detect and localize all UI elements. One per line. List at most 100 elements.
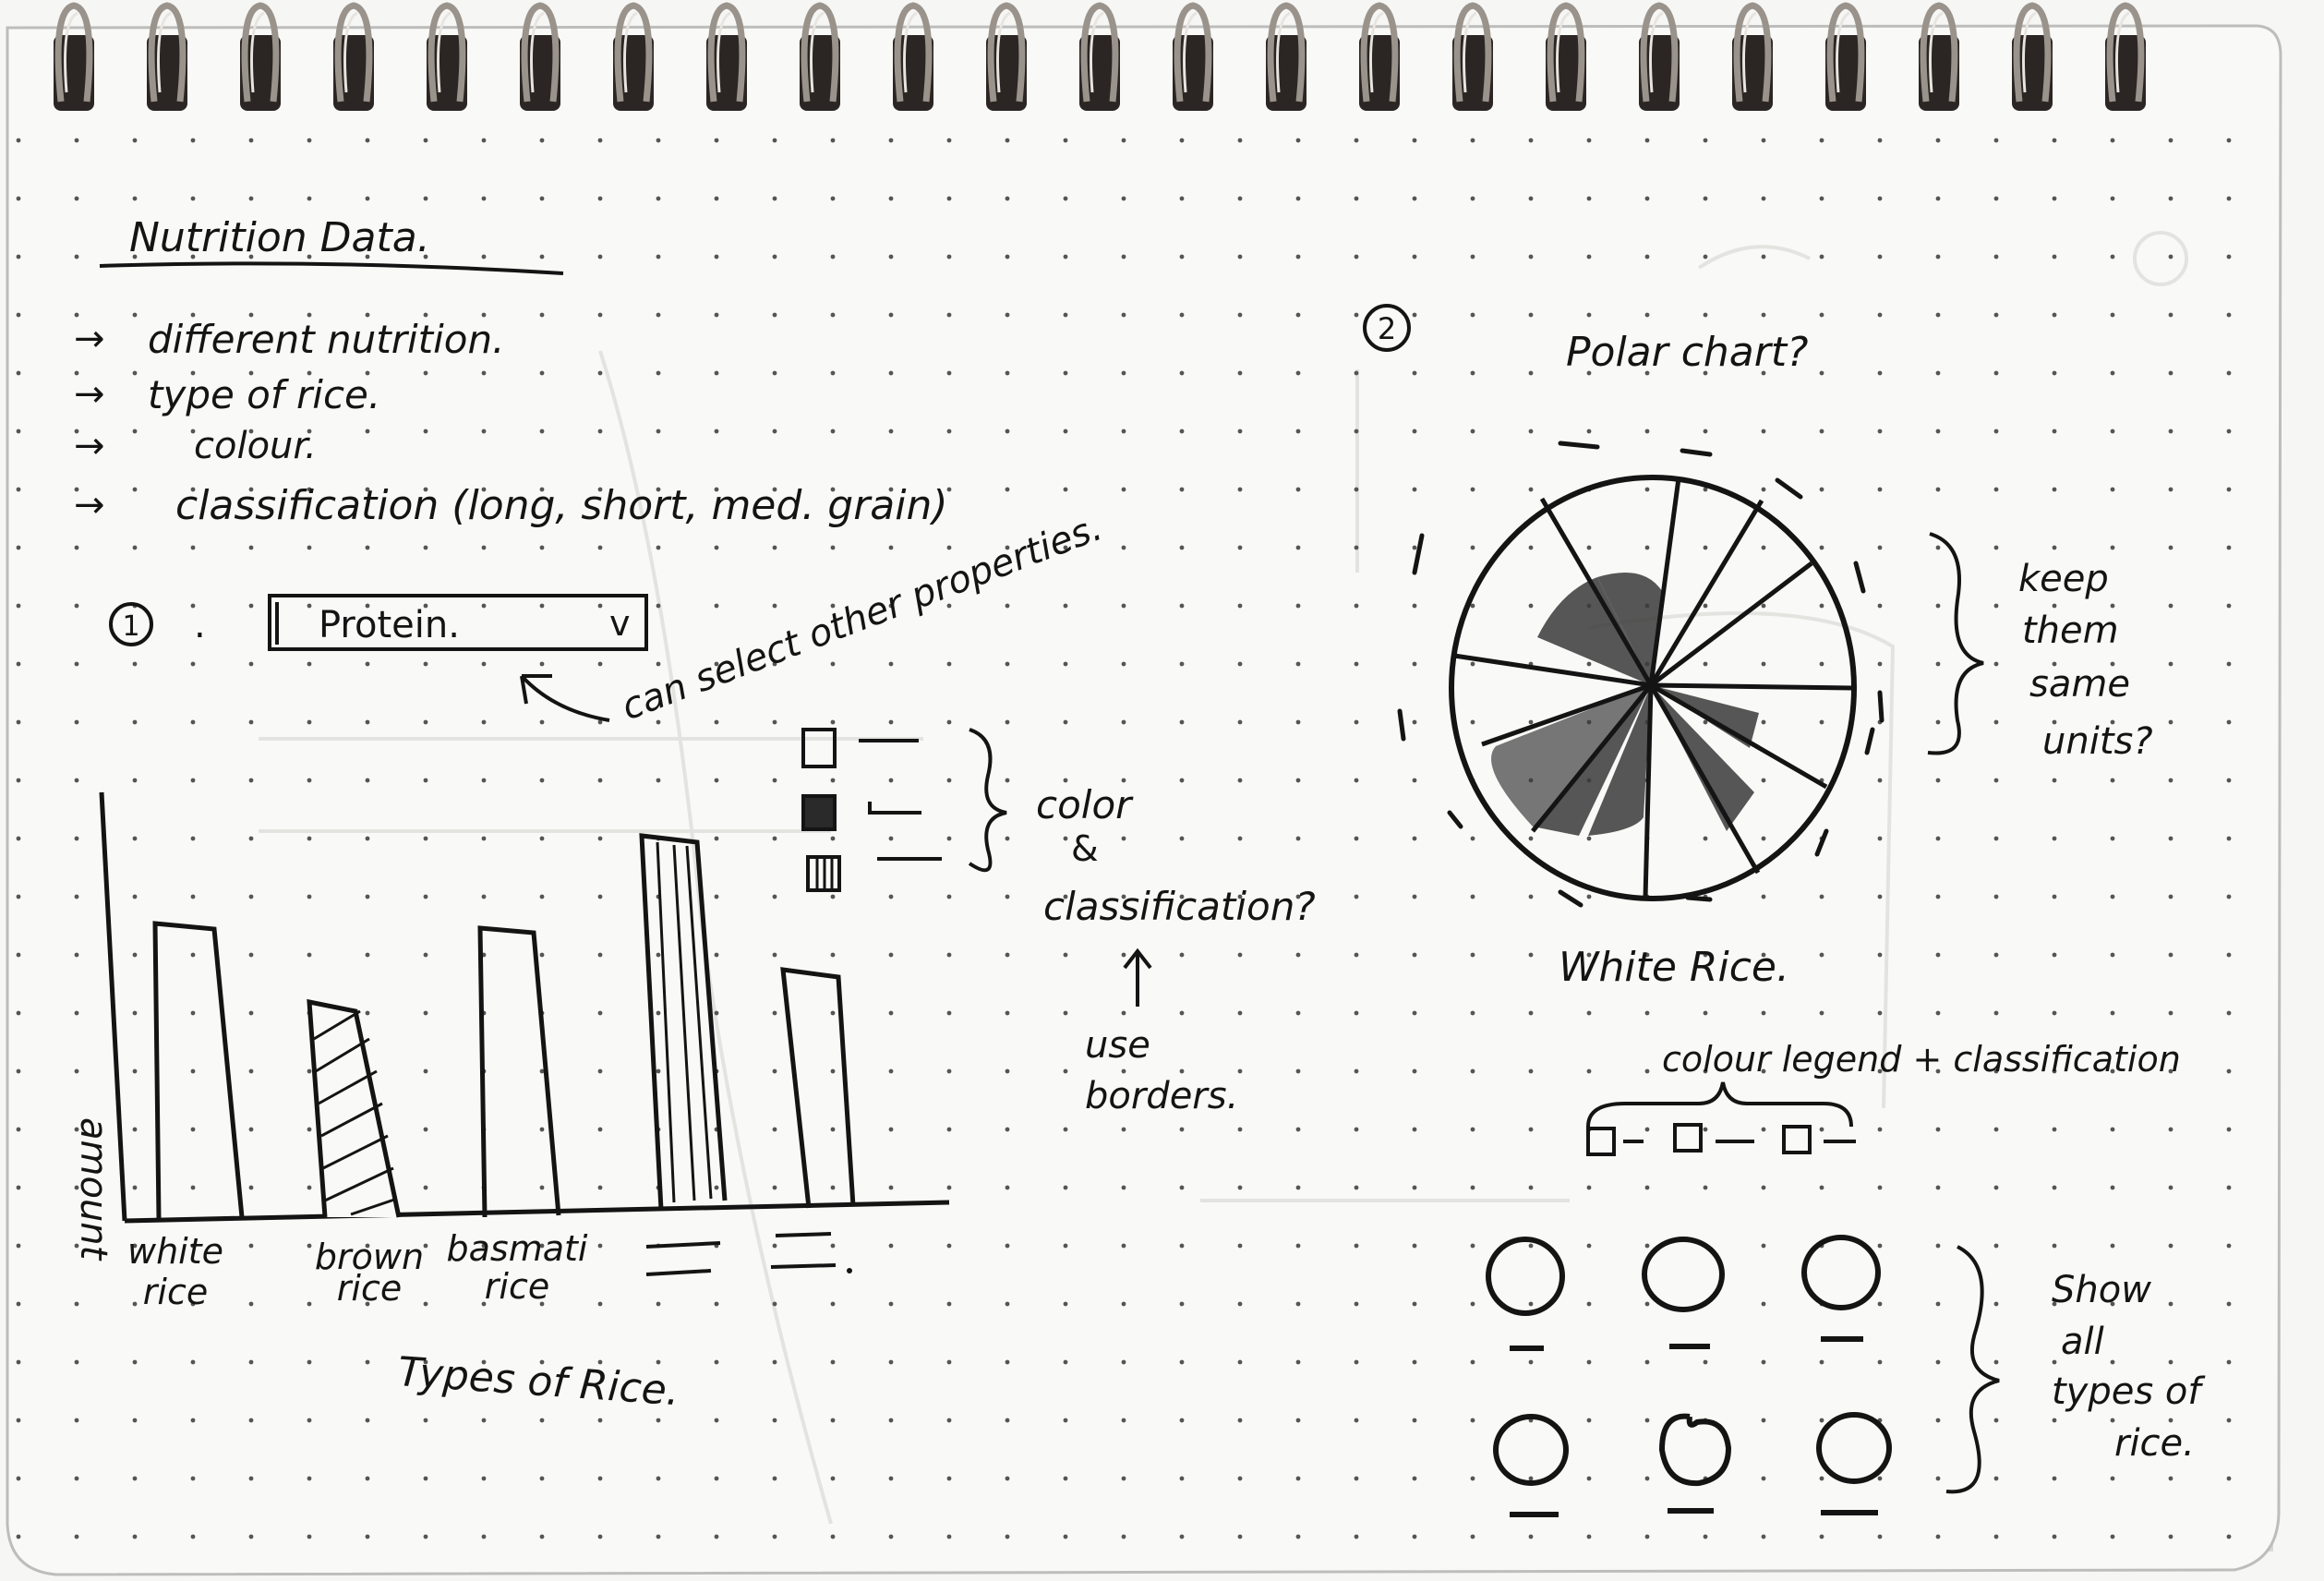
grid-dot [772, 312, 777, 318]
grid-dot [1412, 138, 1417, 143]
grid-dot [307, 778, 312, 783]
bar-fifth-rice [780, 967, 856, 1209]
units-note-line-2: them [2022, 609, 2119, 652]
grid-dot [1121, 1068, 1126, 1074]
grid-dot [1528, 545, 1534, 550]
grid-dot [365, 836, 370, 841]
grid-dot [1121, 1185, 1126, 1190]
grid-dot [190, 661, 196, 667]
grid-dot [74, 1127, 79, 1132]
grid-dot [248, 428, 254, 434]
grid-dot [16, 487, 21, 492]
grid-dot [1237, 661, 1243, 667]
grid-dot [16, 894, 21, 899]
grid-dot [946, 719, 952, 725]
grid-dot [830, 254, 836, 259]
grid-dot [248, 1010, 254, 1016]
grid-dot [1005, 1068, 1010, 1074]
binding-loop [613, 2, 654, 111]
grid-dot [2226, 428, 2232, 434]
grid-dot [2226, 1127, 2232, 1132]
grid-dot [830, 836, 836, 841]
legend-swatch-hatched [801, 794, 837, 831]
grid-dot [365, 894, 370, 899]
grid-dot [1819, 1010, 1824, 1016]
grid-dot [1935, 487, 1941, 492]
grid-dot [1005, 603, 1010, 609]
grid-dot [248, 545, 254, 550]
grid-dot [1295, 428, 1301, 434]
dropdown-note-arrow [520, 674, 610, 722]
grid-dot [539, 661, 545, 667]
grid-dot [1703, 1359, 1708, 1365]
grid-dot [481, 1359, 487, 1365]
grid-dot [1063, 254, 1068, 259]
grid-dot [772, 952, 777, 958]
grid-dot [2110, 1010, 2115, 1016]
grid-dot [597, 603, 603, 609]
grid-dot [190, 778, 196, 783]
grid-dot [248, 836, 254, 841]
grid-dot [1005, 719, 1010, 725]
grid-dot [2052, 719, 2057, 725]
grid-dot [132, 254, 138, 259]
bullet-arrow-4: → [74, 484, 105, 526]
grid-dot [1993, 1068, 1999, 1074]
grid-dot [1586, 836, 1592, 841]
grid-dot [1819, 1127, 1824, 1132]
grid-dot [772, 138, 777, 143]
grid-dot [597, 1476, 603, 1481]
grid-dot [888, 661, 894, 667]
grid-dot [1412, 836, 1417, 841]
grid-dot [1761, 1476, 1766, 1481]
grid-dot [1528, 1185, 1534, 1190]
grid-dot [656, 1476, 661, 1481]
grid-dot [74, 312, 79, 318]
grid-dot [16, 603, 21, 609]
grid-dot [1354, 1534, 1359, 1539]
grid-dot [830, 1010, 836, 1016]
grid-dot [1993, 952, 1999, 958]
grid-dot [1295, 1359, 1301, 1365]
grid-dot [2168, 1185, 2173, 1190]
grid-dot [1412, 1359, 1417, 1365]
grid-dot [1877, 1301, 1883, 1307]
grid-dot [1877, 952, 1883, 958]
grid-dot [1528, 1359, 1534, 1365]
grid-dot [1063, 1068, 1068, 1074]
grid-dot [1005, 1243, 1010, 1249]
grid-dot [1761, 1534, 1766, 1539]
grid-dot [2168, 952, 2173, 958]
grid-dot [1354, 545, 1359, 550]
grid-dot [365, 952, 370, 958]
grid-dot [1644, 1243, 1650, 1249]
grid-dot [1354, 661, 1359, 667]
binding-loop [427, 2, 467, 111]
grid-dot [307, 1127, 312, 1132]
grid-dot [1295, 952, 1301, 958]
grid-dot [481, 1243, 487, 1249]
grid-dot [2052, 1010, 2057, 1016]
grid-dot [1761, 894, 1766, 899]
grid-dot [1005, 1534, 1010, 1539]
grid-dot [16, 1127, 21, 1132]
grid-dot [1877, 894, 1883, 899]
property-dropdown[interactable]: Protein. v [268, 594, 648, 651]
grid-dot [1761, 1359, 1766, 1365]
grid-dot [2226, 1418, 2232, 1423]
grid-dot [1179, 1301, 1185, 1307]
grid-dot [365, 487, 370, 492]
colour-legend-brace [1586, 1081, 1853, 1128]
grid-dot [1412, 1068, 1417, 1074]
grid-dot [1644, 1185, 1650, 1190]
grid-dot [597, 487, 603, 492]
grid-dot [1237, 1127, 1243, 1132]
grid-dot [656, 196, 661, 201]
grid-dot [1935, 778, 1941, 783]
binding-loop [520, 2, 560, 111]
dropdown-box [268, 594, 648, 651]
grid-dot [946, 138, 952, 143]
grid-dot [248, 603, 254, 609]
grid-dot [1644, 254, 1650, 259]
grid-dot [365, 1476, 370, 1481]
